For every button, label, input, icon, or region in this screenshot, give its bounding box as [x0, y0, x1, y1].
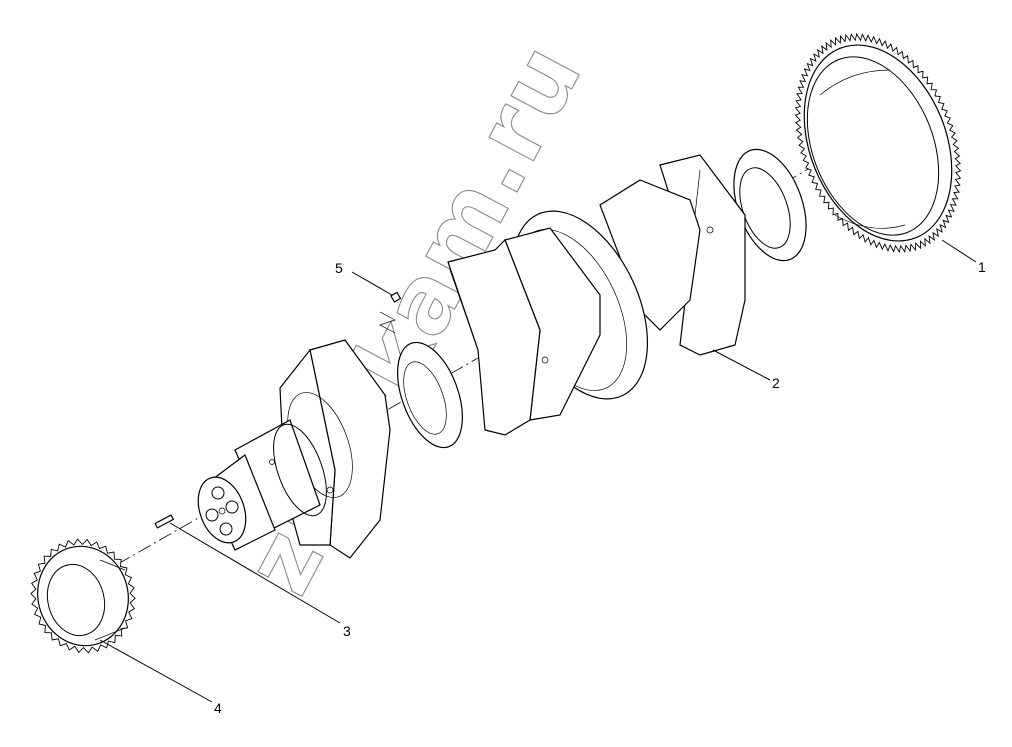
leader-line-1: [941, 239, 977, 263]
leader-line-3: [169, 522, 341, 624]
callout-3: 3: [343, 623, 351, 639]
crank-gear-part-4: [30, 538, 136, 654]
callout-2: 2: [772, 375, 780, 391]
ring-gear-part-1: [794, 32, 962, 254]
callout-4: 4: [214, 700, 222, 716]
leader-line-5: [351, 271, 393, 296]
callout-1: 1: [978, 259, 986, 275]
dowel-pin-part-3: [154, 514, 175, 529]
key-part-5: [379, 291, 402, 334]
leader-line-4: [99, 639, 213, 703]
callout-5: 5: [335, 260, 343, 276]
crankshaft-part-2: [197, 148, 807, 559]
leader-line-2: [712, 349, 771, 381]
